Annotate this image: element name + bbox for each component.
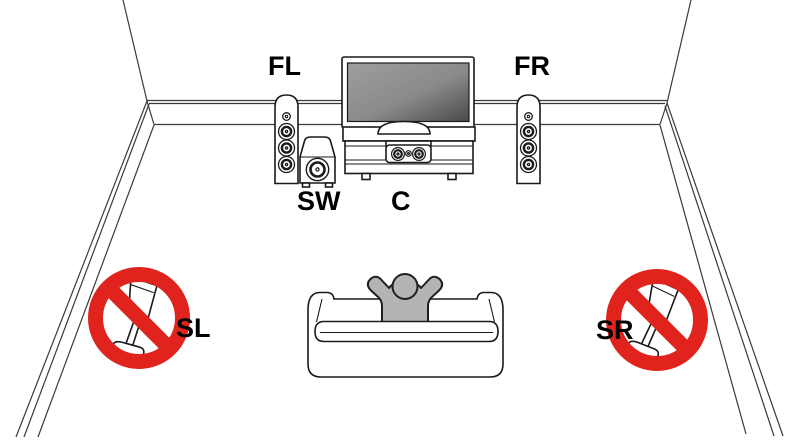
subwoofer xyxy=(299,136,336,188)
tv-stand xyxy=(342,120,476,181)
label-center: C xyxy=(391,186,411,216)
label-subwoofer: SW xyxy=(297,186,341,216)
left-wall-baseboard xyxy=(15,100,155,438)
front-left-speaker xyxy=(273,93,300,185)
label-surround-left: SL xyxy=(176,313,211,343)
right-wall-baseboard xyxy=(659,102,784,437)
label-front-left: FL xyxy=(268,51,301,81)
tv-pedestal xyxy=(377,120,431,135)
prohibited-surround-right xyxy=(607,270,707,370)
label-surround-right: SR xyxy=(596,315,634,345)
front-right-speaker xyxy=(515,93,542,185)
prohibited-surround-left xyxy=(89,268,189,368)
left-wall-corner-edge xyxy=(122,0,148,102)
tv xyxy=(341,56,475,129)
sofa-backrest xyxy=(314,320,499,343)
center-speaker xyxy=(385,140,432,164)
listener-person-icon xyxy=(366,273,444,323)
sofa xyxy=(307,273,504,378)
label-front-right: FR xyxy=(514,51,550,81)
tv-screen xyxy=(346,62,470,123)
right-wall-corner-edge xyxy=(666,0,692,104)
